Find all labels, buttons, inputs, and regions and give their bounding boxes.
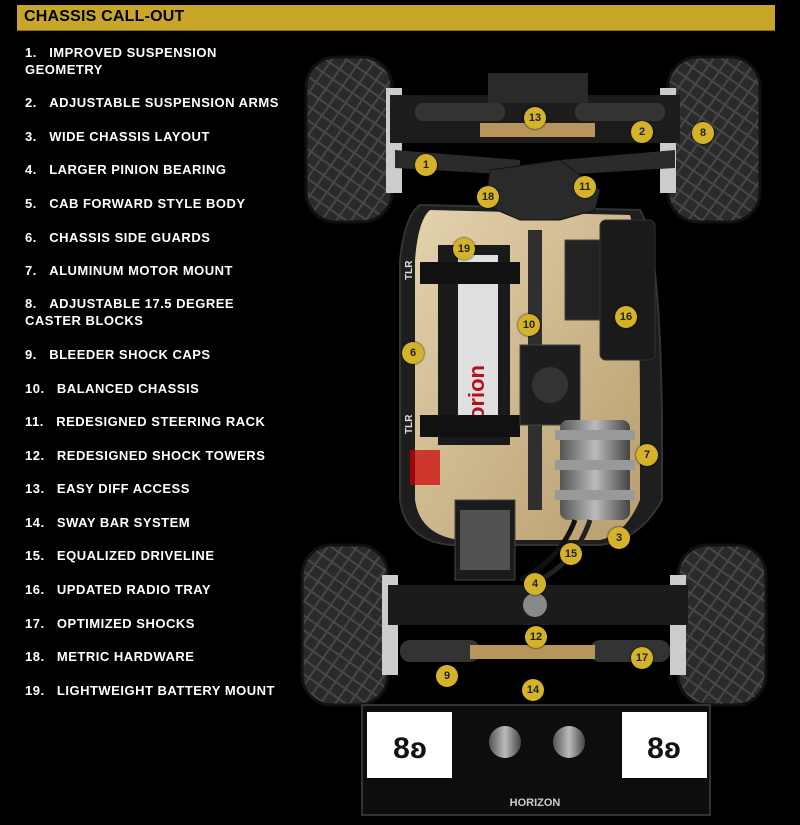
callout-18: 18	[477, 186, 499, 208]
list-item: 13. EASY DIFF ACCESS	[25, 480, 325, 497]
rear-left-tire	[300, 543, 398, 707]
item-label-continued: GEOMETRY	[25, 62, 103, 77]
center-diff-mount	[519, 344, 581, 426]
item-number: 12.	[25, 448, 45, 463]
callout-17: 17	[631, 647, 653, 669]
motor	[555, 420, 635, 520]
item-number: 10.	[25, 381, 45, 396]
item-label: CAB FORWARD STYLE BODY	[49, 196, 246, 211]
list-item: 1. IMPROVED SUSPENSION GEOMETRY	[25, 44, 325, 78]
list-item: 19. LIGHTWEIGHT BATTERY MOUNT	[25, 682, 325, 699]
callout-16: 16	[615, 306, 637, 328]
item-number: 17.	[25, 616, 45, 631]
esc	[410, 450, 516, 581]
list-item: 18. METRIC HARDWARE	[25, 648, 325, 665]
strap-logo-text: TLR	[404, 260, 415, 280]
item-number: 2.	[25, 95, 37, 110]
item-label: ADJUSTABLE 17.5 DEGREE	[49, 296, 235, 311]
item-label: BALANCED CHASSIS	[56, 381, 200, 396]
radio-tray	[564, 219, 656, 361]
callout-14: 14	[522, 679, 544, 701]
battery-brand-text: orion	[464, 365, 489, 420]
list-item: 7. ALUMINUM MOTOR MOUNT	[25, 262, 325, 279]
list-item: 2. ADJUSTABLE SUSPENSION ARMS	[25, 94, 325, 111]
list-item: 4. LARGER PINION BEARING	[25, 161, 325, 178]
list-item: 11. REDESIGNED STEERING RACK	[25, 413, 325, 430]
callout-8: 8	[692, 122, 714, 144]
item-number: 6.	[25, 230, 37, 245]
item-label: ADJUSTABLE SUSPENSION ARMS	[49, 95, 279, 110]
list-item: 10. BALANCED CHASSIS	[25, 380, 325, 397]
list-item: 9. BLEEDER SHOCK CAPS	[25, 346, 325, 363]
wing-model-text: 8ʚ	[647, 732, 681, 765]
item-number: 13.	[25, 481, 45, 496]
item-label: SWAY BAR SYSTEM	[56, 515, 191, 530]
item-number: 19.	[25, 683, 45, 698]
page-title: CHASSIS CALL-OUT	[24, 8, 185, 25]
item-number: 16.	[25, 582, 45, 597]
item-label: BLEEDER SHOCK CAPS	[49, 347, 211, 362]
item-number: 8.	[25, 296, 37, 311]
strap-logo-text: TLR	[404, 414, 415, 434]
callout-19: 19	[453, 238, 475, 260]
item-label: REDESIGNED SHOCK TOWERS	[56, 448, 266, 463]
callout-11: 11	[574, 176, 596, 198]
item-number: 1.	[25, 45, 37, 60]
list-item: 8. ADJUSTABLE 17.5 DEGREE CASTER BLOCKS	[25, 295, 325, 329]
item-label: LIGHTWEIGHT BATTERY MOUNT	[56, 683, 275, 698]
callout-7: 7	[636, 444, 658, 466]
item-label: WIDE CHASSIS LAYOUT	[49, 129, 210, 144]
item-number: 7.	[25, 263, 37, 278]
item-number: 3.	[25, 129, 37, 144]
callout-13: 13	[524, 107, 546, 129]
front-left-tire	[304, 55, 402, 224]
list-item: 15. EQUALIZED DRIVELINE	[25, 547, 325, 564]
list-item: 3. WIDE CHASSIS LAYOUT	[25, 128, 325, 145]
item-number: 4.	[25, 162, 37, 177]
callout-4: 4	[524, 573, 546, 595]
item-label: IMPROVED SUSPENSION	[49, 45, 217, 60]
list-item: 5. CAB FORWARD STYLE BODY	[25, 195, 325, 212]
callout-15: 15	[560, 543, 582, 565]
callout-10: 10	[518, 314, 540, 336]
item-number: 14.	[25, 515, 45, 530]
list-item: 17. OPTIMIZED SHOCKS	[25, 615, 325, 632]
item-label: UPDATED RADIO TRAY	[56, 582, 212, 597]
list-item: 6. CHASSIS SIDE GUARDS	[25, 229, 325, 246]
battery-pack: orion TLR TLR	[404, 245, 520, 445]
item-number: 11.	[25, 414, 44, 429]
item-label: EASY DIFF ACCESS	[56, 481, 190, 496]
header-bar: CHASSIS CALL-OUT	[17, 5, 775, 31]
wing-model-text: 8ʚ	[393, 732, 427, 765]
item-number: 18.	[25, 649, 45, 664]
item-label: METRIC HARDWARE	[56, 649, 195, 664]
callout-12: 12	[525, 626, 547, 648]
item-label-continued: CASTER BLOCKS	[25, 313, 144, 328]
item-label: REDESIGNED STEERING RACK	[56, 414, 266, 429]
list-item: 16. UPDATED RADIO TRAY	[25, 581, 325, 598]
wing-brand-text: HORIZON	[510, 797, 561, 809]
chassis-illustration: orion TLR TLR	[300, 55, 768, 816]
item-label: LARGER PINION BEARING	[49, 162, 227, 177]
list-item: 14. SWAY BAR SYSTEM	[25, 514, 325, 531]
item-number: 15.	[25, 548, 45, 563]
callout-3: 3	[608, 527, 630, 549]
item-label: CHASSIS SIDE GUARDS	[49, 230, 211, 245]
item-number: 9.	[25, 347, 37, 362]
item-label: EQUALIZED DRIVELINE	[56, 548, 215, 563]
item-label: ALUMINUM MOTOR MOUNT	[49, 263, 233, 278]
item-number: 5.	[25, 196, 37, 211]
callout-6: 6	[402, 342, 424, 364]
list-item: 12. REDESIGNED SHOCK TOWERS	[25, 447, 325, 464]
callout-2: 2	[631, 121, 653, 143]
rear-wing: 8ʚ 8ʚ HORIZON	[361, 704, 711, 816]
callout-9: 9	[436, 665, 458, 687]
item-label: OPTIMIZED SHOCKS	[56, 616, 195, 631]
callout-1: 1	[415, 154, 437, 176]
